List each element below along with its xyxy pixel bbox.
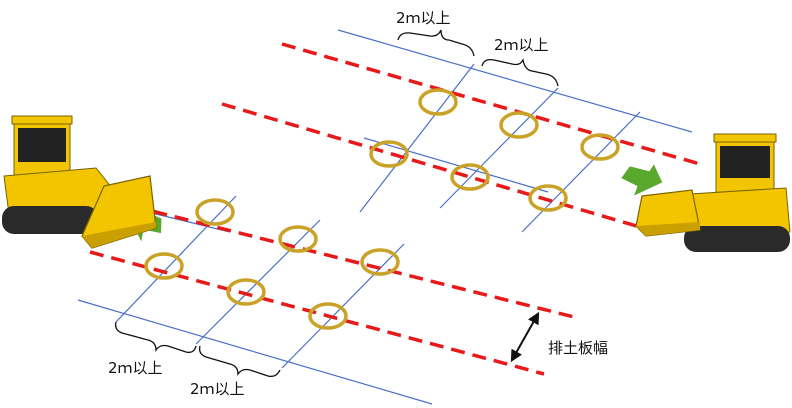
spacing-braces	[114, 29, 559, 378]
pass-lines	[89, 42, 701, 376]
spacing-label-bottom-2: 2ｍ以上	[190, 380, 245, 398]
dozer-left-window	[18, 128, 66, 162]
checkpoint-ring-icon	[278, 225, 318, 253]
checkpoint-ring-icon	[195, 198, 235, 226]
bottom-boundary-line-front	[77, 299, 433, 405]
dozer-left-blade-edge	[82, 222, 156, 248]
dozer-right-roof	[713, 133, 777, 143]
top-boundary-line-front	[363, 137, 549, 193]
push-direction-arrow-icon-right	[621, 164, 663, 196]
top-grid-line-1	[359, 63, 475, 213]
bottom-grid-line-3	[281, 243, 405, 369]
brace-bottom-2	[198, 345, 281, 378]
checkpoint-ring-icon	[580, 133, 620, 161]
spacing-label-bottom-1: 2ｍ以上	[108, 359, 163, 377]
top-grid-lines	[337, 29, 693, 233]
blade-width-arrow-icon	[510, 311, 540, 363]
spacing-label-top-1: 2ｍ以上	[396, 9, 451, 27]
bulldozer-right-icon	[635, 133, 791, 252]
brace-top-2	[481, 58, 559, 87]
checkpoint-ring-icon	[418, 88, 458, 116]
top-boundary-line-back	[337, 29, 693, 133]
checkpoint-ring-icon	[360, 248, 400, 276]
dozer-left-roof	[11, 115, 73, 125]
pass-line-bottom-front	[89, 250, 545, 376]
top-grid-line-3	[521, 111, 641, 233]
brace-bottom-1	[114, 321, 197, 354]
pass-line-top-front	[221, 102, 651, 232]
checkpoint-ring-icon	[226, 278, 266, 306]
checkpoint-ring-icon	[369, 140, 409, 168]
dozer-right-track	[684, 226, 790, 252]
checkpoint-ring-icon	[308, 302, 348, 330]
checkpoint-ring-icon	[499, 111, 539, 139]
dozer-right-window	[720, 146, 770, 178]
spacing-label-top-2: 2ｍ以上	[494, 36, 549, 54]
dozer-right-blade-edge	[636, 222, 700, 236]
blade-width-label: 排土板幅	[548, 339, 608, 357]
checkpoint-ring-icon	[144, 252, 184, 280]
pass-line-bottom-back	[131, 204, 579, 320]
checkpoints	[144, 88, 620, 330]
brace-top-1	[397, 29, 475, 57]
checkpoint-ring-icon	[528, 184, 568, 212]
dozer-left-track	[2, 206, 98, 234]
bulldozer-left-icon	[2, 115, 157, 249]
pass-line-top-back	[281, 42, 701, 166]
checkpoint-ring-icon	[450, 163, 490, 191]
